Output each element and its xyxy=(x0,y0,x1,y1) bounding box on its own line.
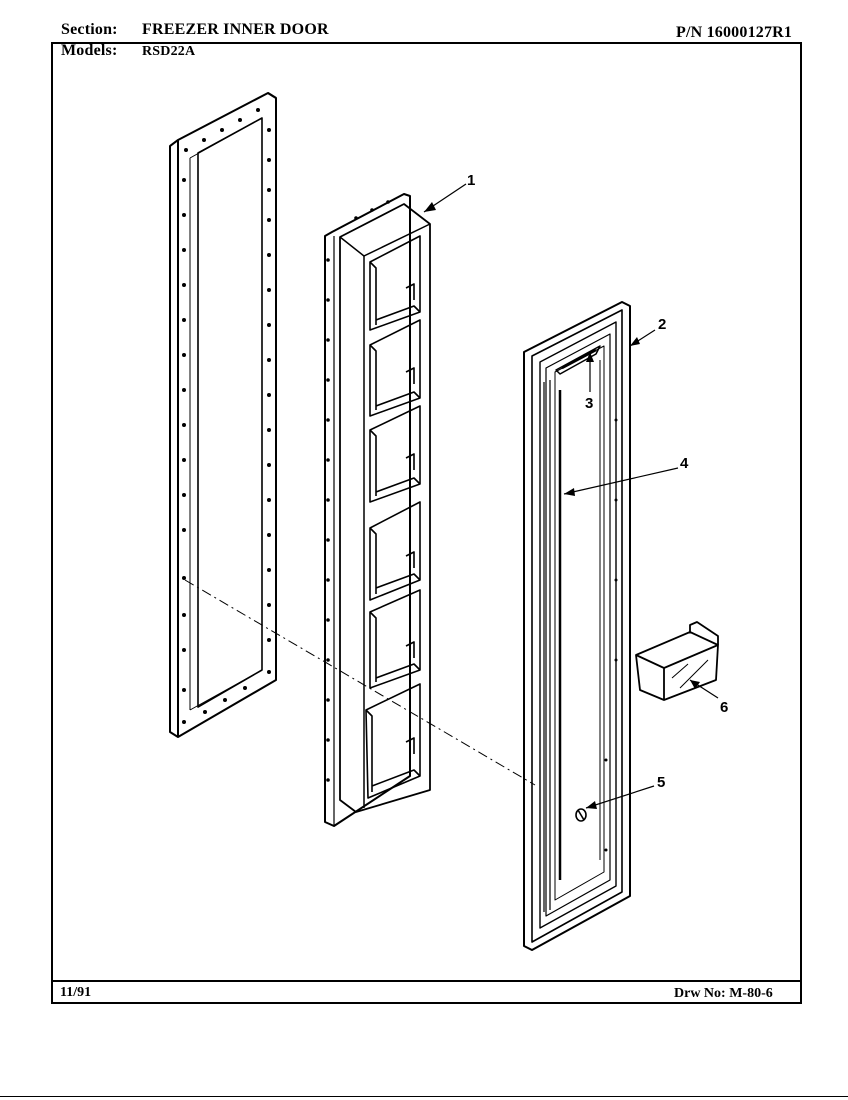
section-label: Section: xyxy=(61,21,118,38)
door-gasket-frame xyxy=(169,92,277,738)
drawing-frame xyxy=(51,42,802,1004)
door-bin xyxy=(635,621,719,701)
callout-3: 3 xyxy=(585,395,593,412)
callout-6: 6 xyxy=(720,699,728,716)
callout-4: 4 xyxy=(680,455,689,472)
screw xyxy=(575,808,587,822)
page-edge-line xyxy=(0,1096,848,1097)
callout-5: 5 xyxy=(657,774,665,791)
section-value: FREEZER INNER DOOR xyxy=(142,21,329,38)
callout-2: 2 xyxy=(658,316,666,333)
footer-divider xyxy=(51,980,802,982)
footer-date: 11/91 xyxy=(60,985,92,1000)
leader-arrowheads xyxy=(424,202,700,809)
outer-door-panel xyxy=(523,301,631,951)
alignment-line xyxy=(184,579,536,786)
models-value: RSD22A xyxy=(142,44,196,59)
callout-1: 1 xyxy=(467,172,475,189)
part-number: P/N 16000127R1 xyxy=(676,24,793,41)
models-label: Models: xyxy=(61,42,118,59)
inner-door-liner xyxy=(324,193,431,827)
drawing-number: Drw No: M-80-6 xyxy=(674,986,773,1001)
callout-numbers: 1 2 3 4 5 6 xyxy=(467,172,728,791)
